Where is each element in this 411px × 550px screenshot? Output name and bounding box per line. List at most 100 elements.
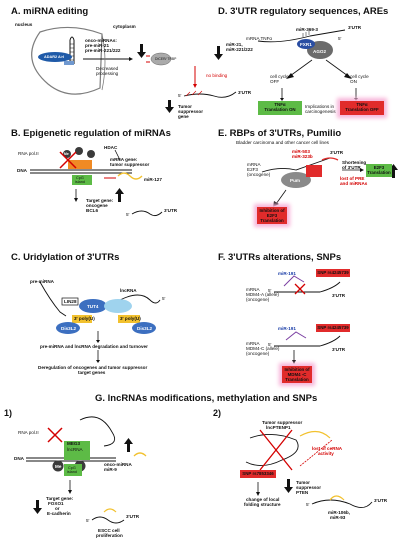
e-shorten2: of 3'UTR [342,165,361,170]
three-utr-a: 3'UTR [238,90,252,95]
tut4-enzyme [79,299,107,313]
d-five-prime: 5' [338,36,342,41]
e-lost2: and miRNAs [340,181,368,186]
e-inhibition-box: Inhibition of E2F3 Translation [257,207,287,224]
nucleus-label: nucleus [15,22,33,27]
e-inh-line2: E2F3 [266,213,278,218]
g-one: 1) [4,408,13,418]
b-target2: oncogene [86,203,108,208]
tnf-translation-on-box: TNFα Translation ON [258,101,302,115]
tnf-off-line2: Translation OFF [345,107,379,112]
dicer-label: DICER/ TRBP [155,57,177,61]
g-snp-box: SNP rs7853346 [240,470,276,478]
g-meg3: MEG3 [67,441,81,446]
five-prime-a: 5' [178,93,182,98]
g-pten2: suppressor [296,485,322,490]
g-five: 5' [86,518,90,523]
f-inh-line2: MDM4 -C [287,372,307,377]
fxr1-protein [297,39,315,49]
mir-line2: miR-221/222 [226,47,253,52]
g-rnapol-blocked [47,427,63,443]
g-tsg2: lncPTENP1 [266,425,291,430]
b-me1: Me [64,152,69,156]
methyl-b2 [75,147,83,155]
g-down-arrow [36,500,39,508]
f-mrna2-l1: mRNA [246,341,260,346]
onco-mirnas-line3: pre-miR-221/222 [85,48,121,53]
rnapol-blocked-x [59,151,77,169]
methyl-b3 [87,150,95,158]
e-mrna-line1: mRNA [247,162,261,167]
e-mir-strand [321,157,339,161]
tnf-mrna [257,29,346,43]
c-poly2: 3' poly(U) [120,316,141,321]
f-five1: 5' [268,288,272,293]
b-up-arrow [118,194,121,202]
f-snp2-box: SNP rs4245739 [316,324,350,332]
g-pten3: PTEN [296,490,309,495]
poly-u-2 [118,315,140,323]
ago2-label: AGO2 [313,49,327,54]
f-mir1-strand [283,275,305,287]
c-lncrna: lncRNA [120,288,137,293]
e-three: 3'UTR [330,150,344,155]
panel-f-graphics [274,275,341,364]
lncptenp1-fold [245,434,299,466]
mir127-strand [117,172,143,180]
f-inh-line3: Translation [285,377,309,382]
g-methyl-1 [52,460,64,472]
f-snp-x [294,283,306,295]
g-tsg1: Tumor suppressor [262,420,303,425]
target-mrna [183,91,237,98]
panel-b-graphics [30,147,163,217]
panel-c-graphics [39,281,161,363]
cycle-on-line2: ON [350,79,357,84]
tnf-on-line1: TNFα [274,102,286,107]
g-rnapol: RNA pol.II [18,430,39,435]
panel-d-title: D. 3'UTR regulatory sequences, AREs [218,6,389,17]
b-hdac: HDAC [104,145,118,150]
g-lnc-fold [79,416,116,447]
f-mir2-strand [285,331,307,341]
panel-d-graphics [257,29,358,101]
decreased-line1: Decreased [96,66,119,71]
g-target2: FOXO1 [48,501,64,506]
f-mrna1-l3: (oncogene) [246,297,270,302]
mir-decrease-arrow [217,46,220,54]
e-sub: Bladder carcinoma and other cancer cell … [236,140,329,145]
g-cpg2: island [67,470,77,474]
g-cpg [64,464,82,476]
onco-mirnas-line1: onco-miRNAs: [85,38,117,43]
g-three: 3'UTR [126,514,140,519]
b-target1: Target gene: [86,198,114,203]
panel-e-title: E. RBPs of 3'UTRs, Pumilio [218,128,342,139]
bcl6-mrna [131,210,163,217]
b-mir127: miR-127 [144,177,162,182]
c-lncrna-strand [119,294,161,304]
fxr1-label: FXR1 [300,42,312,47]
d-mir-label: miR-369-3 [296,27,318,32]
g-lost2: activity [318,451,334,456]
b-gene2: tumor suppressor [110,162,150,167]
f-mrna2-l3: (oncogene) [246,351,270,356]
arrow-off [289,59,313,77]
g-five2: 5' [306,502,310,507]
g-mirs2: miR-93 [330,515,346,520]
lin28-box [61,297,79,306]
dicer-complex [150,52,172,66]
c-dis3l2b: Dis3L2 [137,326,153,331]
g-two: 2) [213,408,222,418]
g-escc2: proliferation [96,533,123,538]
tsg-arrow [168,100,171,107]
g-target4: E-cadherin [47,511,71,516]
d-three-utr: 3'UTR [348,25,362,30]
e-mir-line1: miR-503 [292,149,310,154]
cycle-on-line1: cell cycle [350,74,369,79]
g-change2: folding structure [244,502,281,507]
tut4-enzyme-b [104,299,132,313]
tnf-translation-off-box: TNFα Translation OFF [340,101,384,115]
f-three2: 3'UTR [332,347,346,352]
g-target1: Target gene: [46,496,74,501]
d-mrna-label: mRNA TNFα [246,36,273,41]
b-cpg2: island [75,180,85,184]
